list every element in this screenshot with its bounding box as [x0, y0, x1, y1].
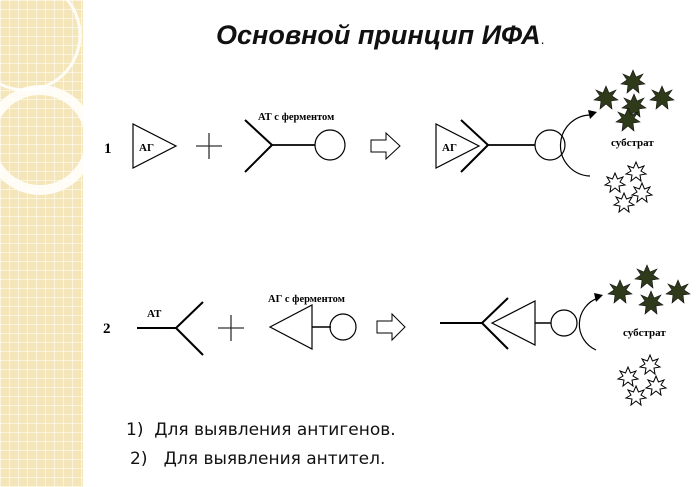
reaction-arc-2	[578, 297, 599, 351]
antigen-with-enzyme	[268, 304, 357, 350]
decorative-circles	[0, 0, 83, 195]
caption-2: 2) Для выявления антител.	[130, 449, 385, 469]
substrate-stars-dark-2	[607, 264, 691, 315]
caption-1-text: Для выявления антигенов.	[154, 420, 396, 440]
arc-arrowhead-icon-2	[594, 293, 603, 302]
antibody-label: АТ	[147, 308, 162, 320]
result-complex-2	[440, 297, 578, 350]
row-1: 1 АГ АТ с ферментом АГ	[104, 69, 675, 213]
caption-2-text: Для выявления антител.	[163, 449, 386, 469]
substrate-stars-dark	[593, 69, 675, 132]
result-antigen-triangle	[435, 123, 481, 169]
product-stars-outline-2	[617, 354, 667, 406]
elisa-diagram: 1 АГ АТ с ферментом АГ	[103, 69, 691, 406]
arrow-icon	[370, 131, 401, 161]
row-2-number: 2	[103, 321, 111, 337]
result-antibody	[460, 119, 566, 173]
arc-arrowhead-icon	[588, 110, 597, 119]
substrate-label: субстрат	[611, 137, 654, 149]
plus-sign-2	[218, 315, 244, 341]
caption-2-number: 2)	[130, 449, 148, 469]
caption-1-number: 1)	[126, 420, 144, 440]
row-2: 2 АТ АГ с ферментом	[103, 264, 691, 406]
antigen-enzyme-label: АГ с ферментом	[268, 294, 345, 305]
arrow-icon-2	[376, 312, 406, 342]
substrate-label-2: субстрат	[623, 327, 666, 339]
antibody-with-enzyme	[244, 119, 346, 173]
slide-title: Основной принцип ИФА.	[216, 20, 545, 51]
result-antigen-label: АГ	[442, 142, 457, 154]
product-stars-outline	[604, 161, 653, 213]
reaction-arc	[559, 114, 593, 177]
caption-1: 1) Для выявления антигенов.	[126, 420, 396, 440]
row-1-number: 1	[104, 141, 112, 157]
plus-sign	[196, 133, 222, 159]
slide-title-text: Основной принцип ИФА	[216, 20, 541, 50]
antigen-label: АГ	[139, 142, 154, 154]
decorative-side-strip	[0, 0, 83, 487]
antibody-enzyme-label: АТ с ферментом	[258, 112, 334, 123]
antibody	[137, 301, 204, 356]
slide-title-dot: .	[540, 31, 545, 47]
antigen-triangle	[132, 123, 178, 169]
